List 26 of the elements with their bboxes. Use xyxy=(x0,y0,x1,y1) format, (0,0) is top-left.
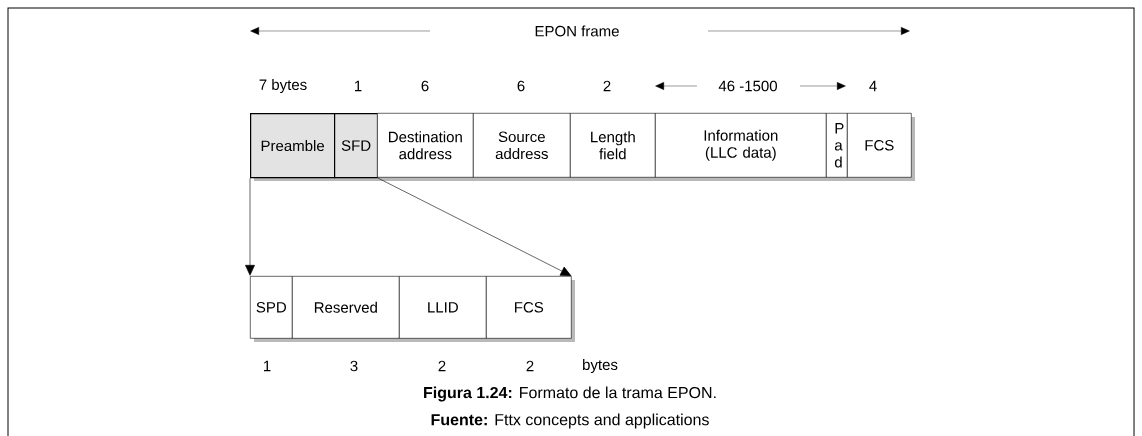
field-cell: FCS xyxy=(486,276,572,339)
field-cell: Source address xyxy=(473,113,571,178)
byte-count: 1 xyxy=(264,360,271,372)
byte-count: 4 xyxy=(869,80,877,92)
field-cell: SPD xyxy=(250,276,293,339)
byte-count: 1 xyxy=(355,80,362,92)
caption: Figura 1.24: Formato de la trama EPON. xyxy=(424,386,716,402)
field-cell: Preamble xyxy=(250,113,336,179)
byte-count: 6 xyxy=(421,80,429,92)
byte-count: 46 -1500 xyxy=(718,80,777,92)
unit-label: bytes xyxy=(583,359,618,373)
field-cell: P a d xyxy=(826,113,848,178)
arrow xyxy=(377,177,572,276)
byte-count: 6 xyxy=(517,80,525,92)
field-cell: LLID xyxy=(399,276,487,339)
field-cell: Destination address xyxy=(377,113,474,178)
field-cell: Length field xyxy=(570,113,656,178)
byte-count: 3 xyxy=(350,360,358,372)
source-note: Fuente: Fttx concepts and applications xyxy=(431,413,709,429)
arrow xyxy=(245,177,255,276)
byte-count: 2 xyxy=(603,80,611,92)
byte-count: 2 xyxy=(438,360,446,372)
byte-count: 7 bytes xyxy=(259,79,307,93)
field-cell: SFD xyxy=(334,113,379,179)
frame-label: EPON frame xyxy=(535,25,619,37)
byte-count: 2 xyxy=(526,360,534,372)
